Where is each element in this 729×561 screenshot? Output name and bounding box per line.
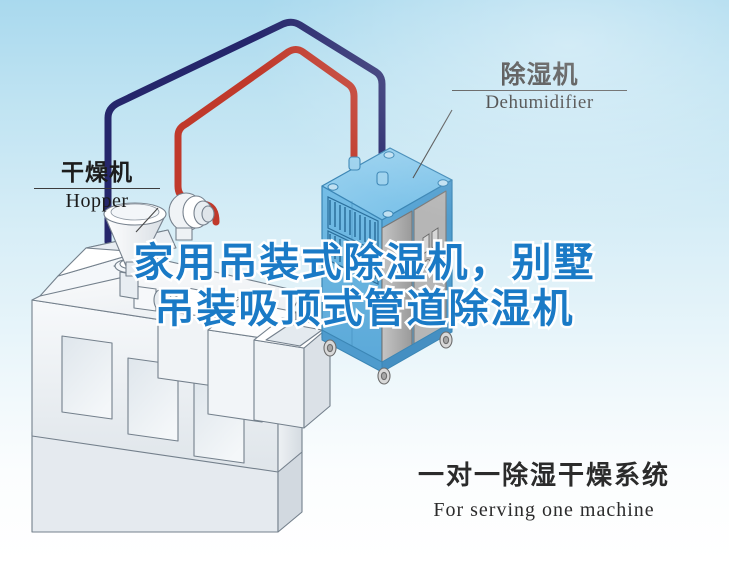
control-display: [422, 227, 439, 255]
callout-hopper-cn: 干燥机: [61, 160, 133, 186]
callout-hopper: 干燥机 Hopper: [34, 162, 160, 211]
casters: [323, 331, 453, 385]
blue-return-air-pipe: [104, 18, 386, 246]
callout-hopper-rule: [34, 188, 160, 189]
callout-dehumidifier: 除湿机 Dehumidifier: [452, 62, 627, 112]
dehumidifier-leader-line: [412, 109, 453, 179]
drying-hopper: [103, 202, 167, 277]
hopper-blower-motor: [168, 192, 215, 241]
system-caption-cn: 一对一除湿干燥系统: [417, 461, 670, 491]
vent-louvers-lower: [329, 234, 376, 279]
hopper-leader-line: [135, 207, 159, 233]
dehumidifier-unit: [321, 147, 453, 385]
callout-dehumidifier-cn: 除湿机: [500, 60, 579, 89]
vent-louvers-upper: [329, 200, 376, 247]
injection-molding-machine: [31, 229, 331, 533]
system-caption: 一对一除湿干燥系统 For serving one machine: [394, 455, 694, 522]
callout-dehumidifier-rule: [452, 90, 627, 91]
callout-hopper-en: Hopper: [65, 190, 129, 212]
control-knob: [424, 259, 432, 269]
callout-dehumidifier-en: Dehumidifier: [485, 92, 594, 113]
system-caption-en: For serving one machine: [433, 499, 655, 521]
